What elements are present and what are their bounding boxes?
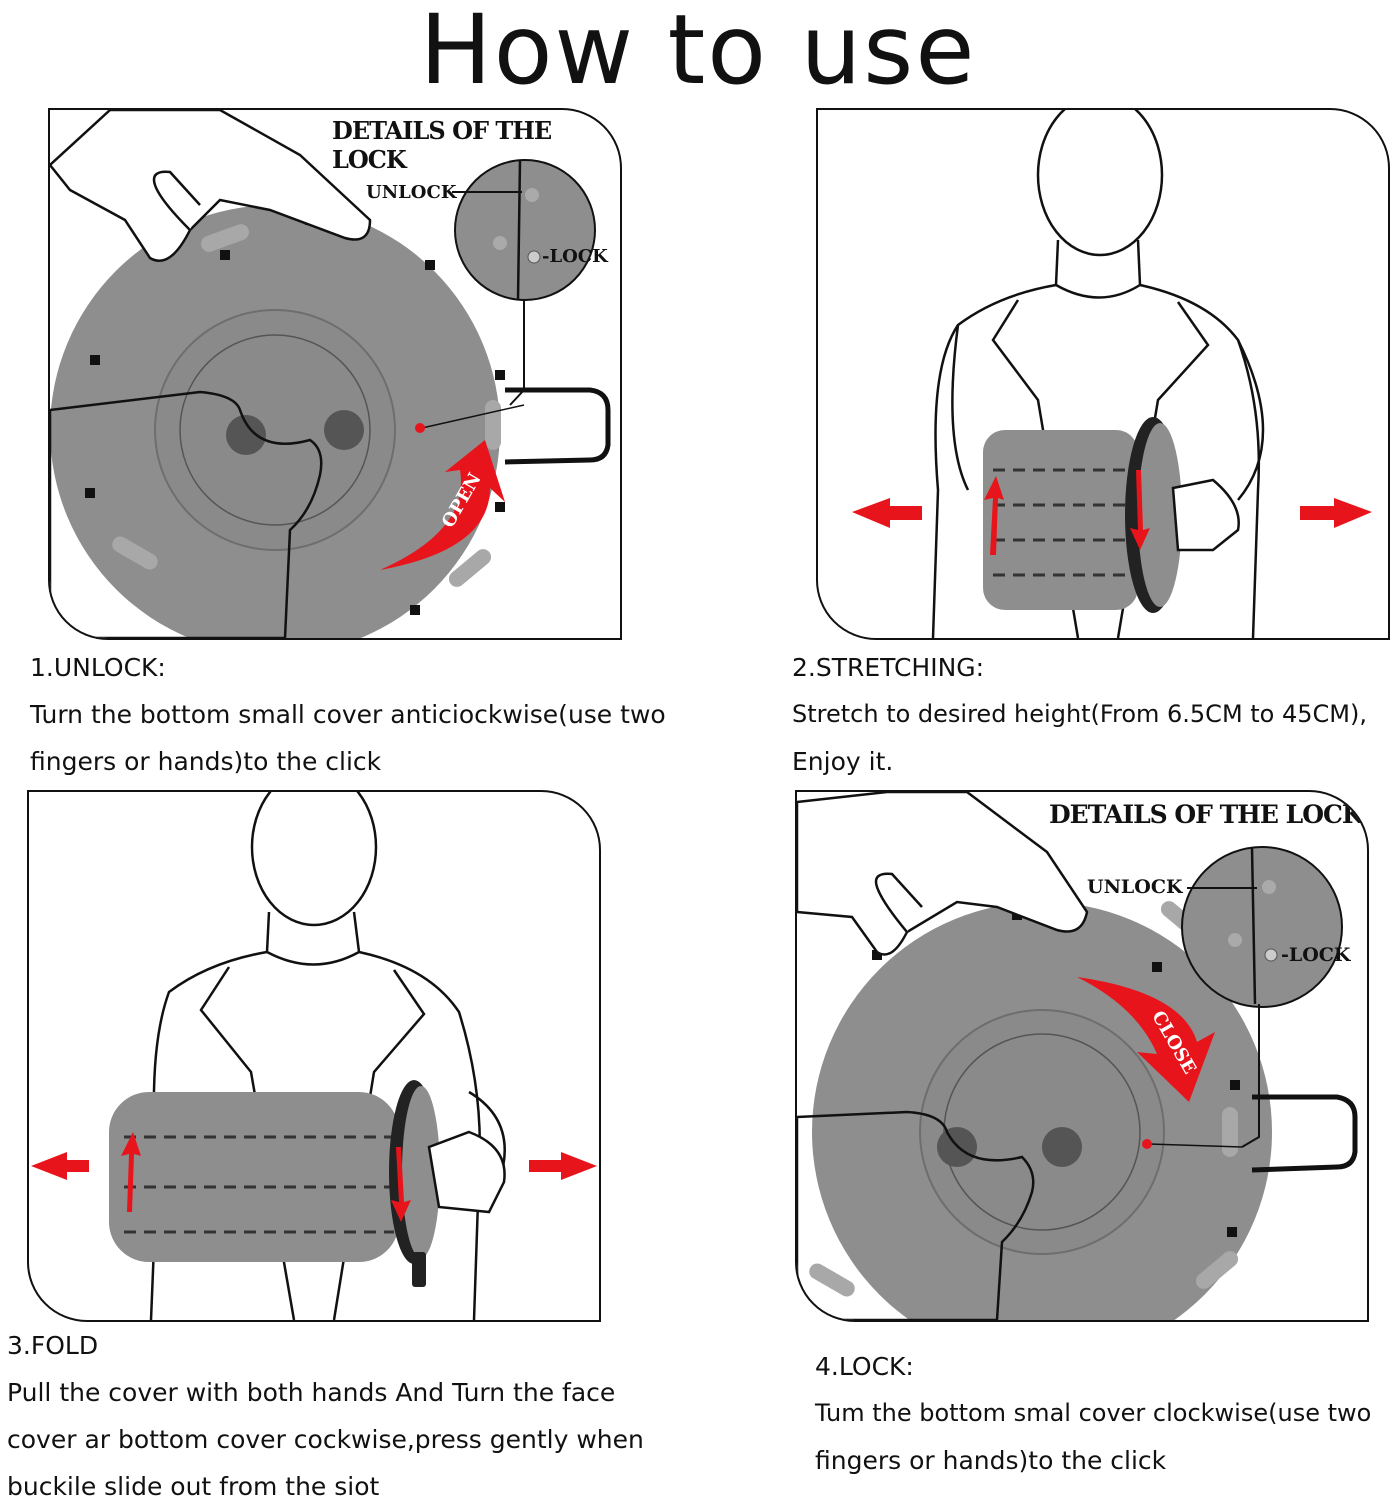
rotate-arrow-icon	[984, 470, 1150, 555]
step-title: 4.LOCK:	[815, 1352, 914, 1381]
rotate-arrow-icon	[121, 1132, 411, 1222]
lock-label: -LOCK	[1281, 944, 1351, 966]
arrow-right-icon	[1300, 498, 1372, 528]
hand-icon	[797, 1110, 1035, 1320]
step-text-line: cover ar bottom cover cockwise,press gen…	[7, 1425, 644, 1454]
step-text-line: Turn the bottom small cover anticiockwis…	[30, 700, 666, 729]
step-text-line: Pull the cover with both hands And Turn …	[7, 1378, 616, 1407]
lock-label: -LOCK	[542, 246, 608, 267]
handle-strap	[1251, 1094, 1358, 1173]
step-text-line: Tum the bottom smal cover clockwise(use …	[815, 1399, 1372, 1427]
step-2-illustration	[816, 108, 1390, 640]
stool-icon	[50, 205, 505, 638]
arrow-right-icon	[529, 1152, 597, 1180]
rotate-arrow-icon	[1077, 977, 1215, 1102]
step-title: 1.UNLOCK:	[30, 653, 166, 682]
step-4-illustration: DETAILS OF THE LOCK UNLOCK -LOCK CLOSE	[795, 790, 1369, 1322]
step-4-caption: 4.LOCK: Tum the bottom smal cover clockw…	[815, 1343, 1371, 1484]
step-text-line: buckile slide out from the siot	[7, 1472, 380, 1501]
stool-icon	[109, 1080, 440, 1287]
unlock-label: UNLOCK	[366, 182, 457, 203]
step-text-line: Stretch to desired height(From 6.5CM to …	[792, 700, 1367, 728]
lock-detail-callout	[1142, 846, 1343, 1149]
arrow-left-icon	[31, 1152, 89, 1180]
hand-icon	[427, 1130, 506, 1214]
lock-detail-heading: DETAILS OF THE LOCK	[332, 116, 552, 174]
hand-icon	[1171, 478, 1240, 552]
stool-icon	[983, 417, 1182, 613]
step-3-illustration	[27, 790, 601, 1322]
step-1-illustration: DETAILS OF THE LOCK UNLOCK -LOCK OPEN	[48, 108, 622, 640]
step-text-line: Enjoy it.	[792, 747, 894, 776]
step-title: 3.FOLD	[7, 1331, 99, 1360]
step-1-caption: 1.UNLOCK: Turn the bottom small cover an…	[30, 644, 666, 785]
rotate-arrow-icon	[380, 440, 505, 570]
step-2-caption: 2.STRETCHING: Stretch to desired height(…	[792, 644, 1367, 785]
page-title: How to use	[419, 0, 977, 106]
step-3-caption: 3.FOLD Pull the cover with both hands An…	[7, 1322, 644, 1510]
hand-icon	[50, 390, 323, 638]
lock-detail-heading: DETAILS OF THE LOCK	[1049, 800, 1364, 829]
step-text-line: fingers or hands)to the click	[815, 1446, 1167, 1475]
step-text-line: fingers or hands)to the click	[30, 747, 382, 776]
lock-detail-callout	[415, 159, 596, 433]
step-title: 2.STRETCHING:	[792, 653, 985, 682]
arrow-left-icon	[852, 498, 922, 528]
hand-icon	[50, 110, 372, 262]
handle-strap	[504, 387, 611, 465]
hand-icon	[797, 792, 1089, 956]
unlock-label: UNLOCK	[1087, 876, 1183, 898]
